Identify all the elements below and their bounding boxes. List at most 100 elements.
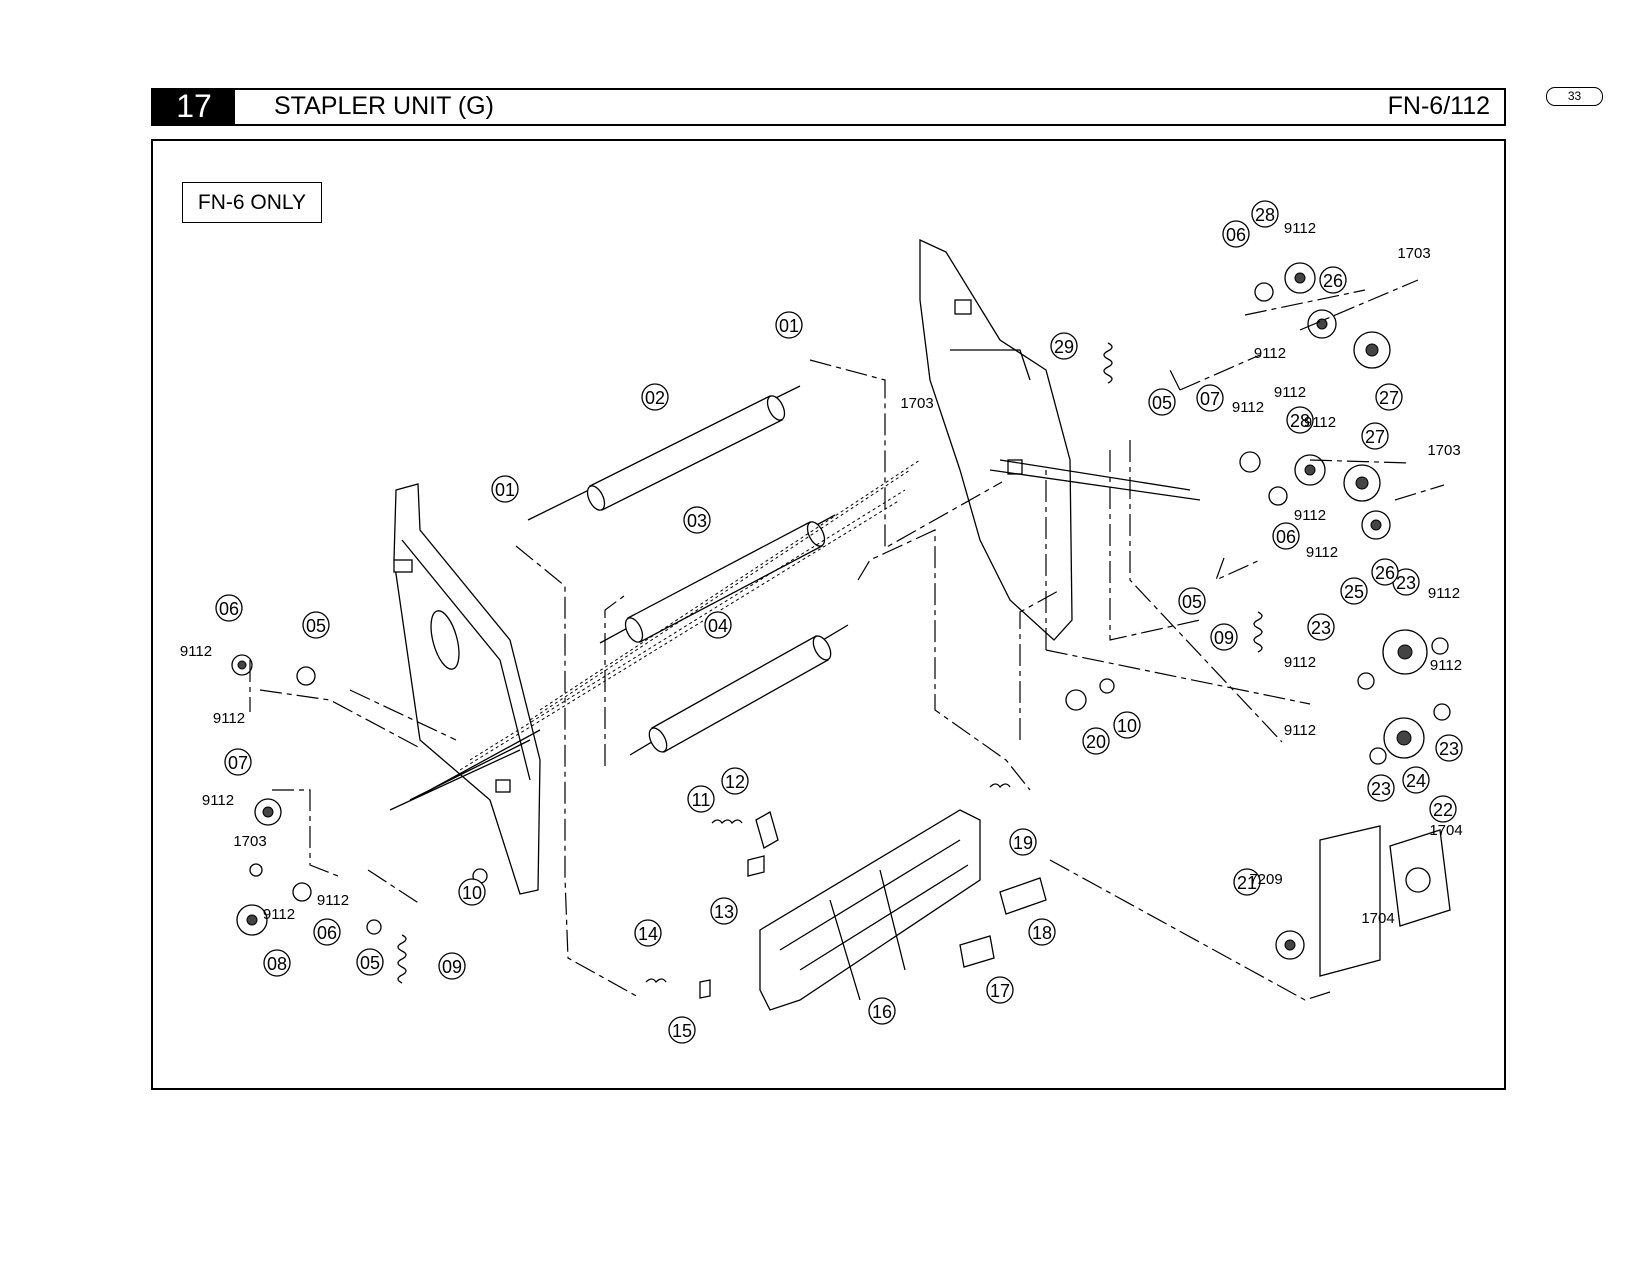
guide-plate-16 — [759, 809, 981, 1011]
part-code-1703: 1703 — [1427, 442, 1460, 459]
svg-text:20: 20 — [1086, 732, 1106, 752]
callout-18: 18 — [1028, 918, 1056, 946]
svg-text:06: 06 — [219, 599, 239, 619]
roller-04 — [629, 624, 849, 756]
callout-07: 07 — [1196, 384, 1224, 412]
callout-27: 27 — [1361, 422, 1389, 450]
callout-09: 09 — [1210, 623, 1238, 651]
callout-28: 28 — [1286, 406, 1314, 434]
part-code-9112: 9112 — [1294, 507, 1326, 524]
section-header: 17 STAPLER UNIT (G) FN-6/112 — [151, 88, 1506, 126]
callout-26: 26 — [1371, 558, 1399, 586]
svg-text:05: 05 — [1152, 393, 1172, 413]
svg-text:11: 11 — [692, 790, 711, 810]
gear-21 — [1275, 930, 1305, 960]
svg-text:07: 07 — [1200, 389, 1220, 409]
part-code-9112: 9112 — [1232, 399, 1264, 416]
part-code-9112: 9112 — [1284, 722, 1316, 739]
callout-layer: 0101020304050505050606060607070809091010… — [215, 200, 1463, 1044]
callout-01: 01 — [491, 475, 519, 503]
callout-06: 06 — [215, 594, 243, 622]
svg-text:09: 09 — [442, 957, 462, 977]
callout-20: 20 — [1082, 727, 1110, 755]
callout-21: 21 — [1233, 868, 1261, 896]
part-code-9112: 9112 — [1274, 384, 1306, 401]
callout-05: 05 — [1148, 388, 1176, 416]
part-code-1703: 1703 — [1397, 245, 1430, 262]
callout-23: 23 — [1392, 568, 1420, 596]
fn6-only-note: FN-6 ONLY — [182, 182, 322, 223]
svg-text:24: 24 — [1406, 771, 1426, 791]
stapler-bracket-22 — [1319, 825, 1451, 977]
roller-03 — [599, 514, 836, 644]
svg-text:27: 27 — [1379, 388, 1399, 408]
callout-22: 22 — [1429, 795, 1457, 823]
svg-text:05: 05 — [306, 616, 326, 636]
callout-09: 09 — [438, 952, 466, 980]
svg-text:21: 21 — [1237, 873, 1257, 893]
callout-11: 11 — [687, 785, 715, 813]
part-code-9112: 9112 — [1254, 345, 1286, 362]
part-code-9112: 9112 — [1284, 654, 1316, 671]
svg-text:01: 01 — [779, 316, 799, 336]
svg-text:19: 19 — [1013, 833, 1033, 853]
section-number: 17 — [153, 90, 235, 124]
svg-text:26: 26 — [1375, 563, 1395, 583]
callout-16: 16 — [868, 997, 896, 1025]
svg-text:10: 10 — [462, 883, 482, 903]
svg-text:25: 25 — [1344, 582, 1364, 602]
part-code-1704: 1704 — [1361, 910, 1394, 927]
callout-06: 06 — [313, 918, 341, 946]
part-code-9112: 9112 — [1304, 414, 1336, 431]
callout-02: 02 — [641, 383, 669, 411]
callout-01: 01 — [775, 311, 803, 339]
callout-23: 23 — [1367, 774, 1395, 802]
svg-text:29: 29 — [1054, 337, 1074, 357]
callout-26: 26 — [1319, 266, 1347, 294]
section-title: STAPLER UNIT (G) — [274, 92, 494, 120]
svg-text:08: 08 — [267, 954, 287, 974]
svg-text:05: 05 — [1182, 592, 1202, 612]
gear-cluster-right — [1239, 262, 1451, 765]
callout-08: 08 — [263, 949, 291, 977]
part-code-9112: 9112 — [202, 792, 234, 809]
svg-text:26: 26 — [1323, 271, 1343, 291]
callout-24: 24 — [1402, 766, 1430, 794]
callout-17: 17 — [986, 976, 1014, 1004]
part-code-1704: 1704 — [1429, 822, 1462, 839]
callout-14: 14 — [634, 919, 662, 947]
callout-23: 23 — [1307, 613, 1335, 641]
svg-text:14: 14 — [638, 924, 658, 944]
svg-text:02: 02 — [645, 388, 665, 408]
part-code-9112: 9112 — [1430, 657, 1462, 674]
svg-text:22: 22 — [1433, 800, 1453, 820]
springs — [397, 342, 1263, 984]
callout-05: 05 — [1178, 587, 1206, 615]
svg-text:23: 23 — [1371, 779, 1391, 799]
part-code-9112: 9112 — [1428, 585, 1460, 602]
svg-text:27: 27 — [1365, 427, 1385, 447]
svg-text:10: 10 — [1117, 716, 1137, 736]
part-code-9112: 9112 — [317, 892, 349, 909]
diagram-frame — [151, 139, 1506, 1090]
callout-15: 15 — [668, 1016, 696, 1044]
svg-text:12: 12 — [725, 772, 745, 792]
callout-28: 28 — [1251, 200, 1279, 228]
callout-05: 05 — [302, 611, 330, 639]
callout-05: 05 — [356, 948, 384, 976]
callout-13: 13 — [710, 897, 738, 925]
callout-06: 06 — [1222, 220, 1250, 248]
callout-29: 29 — [1050, 332, 1078, 360]
svg-text:28: 28 — [1290, 411, 1310, 431]
callout-03: 03 — [683, 506, 711, 534]
svg-text:03: 03 — [687, 511, 707, 531]
svg-text:06: 06 — [317, 923, 337, 943]
callout-06: 06 — [1272, 522, 1300, 550]
callout-10: 10 — [1113, 711, 1141, 739]
part-code-7209: 7209 — [1249, 871, 1282, 888]
svg-text:23: 23 — [1396, 573, 1416, 593]
svg-text:23: 23 — [1311, 618, 1331, 638]
part-code-9112: 9112 — [1284, 220, 1316, 237]
assembly-lines — [249, 279, 1445, 1001]
